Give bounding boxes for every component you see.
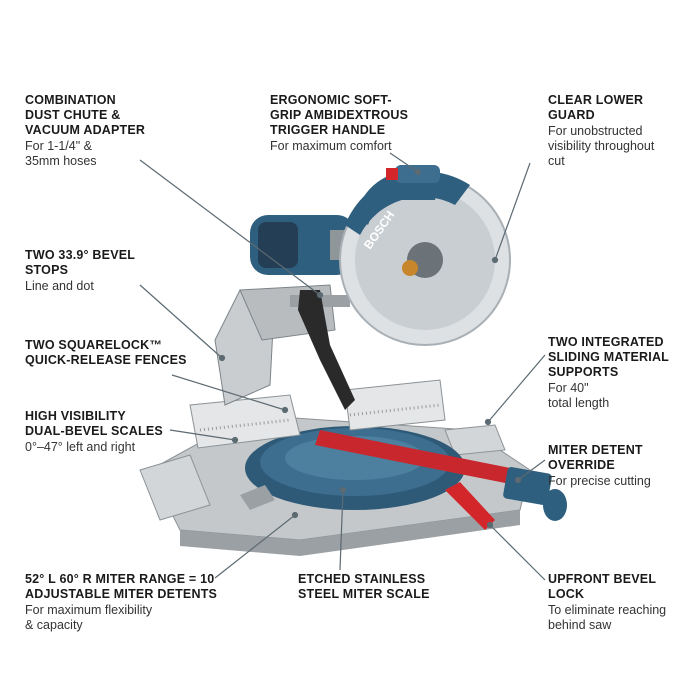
callout-heading: TWO INTEGRATED SLIDING MATERIAL SUPPORTS bbox=[548, 335, 670, 379]
left-lock bbox=[240, 485, 275, 510]
callout-dust-chute: COMBINATION DUST CHUTE & VACUUM ADAPTER … bbox=[25, 93, 145, 169]
turntable bbox=[245, 426, 567, 530]
callout-desc: 0°–47° left and right bbox=[25, 440, 136, 454]
callout-desc: To eliminate reaching behind saw bbox=[548, 603, 667, 632]
callout-heading: TWO 33.9° BEVEL STOPS bbox=[25, 248, 136, 277]
callout-desc: For maximum flexibility & capacity bbox=[25, 603, 153, 632]
callout-lower-guard: CLEAR LOWER GUARD For unobstructed visib… bbox=[548, 93, 654, 169]
callout-heading: COMBINATION DUST CHUTE & VACUUM ADAPTER bbox=[25, 93, 146, 137]
callout-desc: For unobstructed visibility throughout c… bbox=[548, 124, 655, 168]
callout-bevel-lock: UPFRONT BEVEL LOCK To eliminate reaching… bbox=[548, 572, 666, 633]
callout-fences: TWO SQUARELOCK™ QUICK-RELEASE FENCES bbox=[25, 338, 187, 368]
dust-chute bbox=[298, 290, 355, 410]
callout-detent-override: MITER DETENT OVERRIDE For precise cuttin… bbox=[548, 443, 651, 489]
callout-desc: For maximum comfort bbox=[270, 139, 392, 153]
callout-bevel-stops: TWO 33.9° BEVEL STOPS Line and dot bbox=[25, 248, 135, 294]
callout-miter-range: 52° L 60° R MITER RANGE = 10 ADJUSTABLE … bbox=[25, 572, 217, 633]
callout-desc: Line and dot bbox=[25, 279, 94, 293]
callout-miter-scale: ETCHED STAINLESS STEEL MITER SCALE bbox=[298, 572, 430, 602]
callout-desc: For 40" total length bbox=[548, 381, 610, 410]
callout-sliding-supports: TWO INTEGRATED SLIDING MATERIAL SUPPORTS… bbox=[548, 335, 669, 411]
callout-heading: UPFRONT BEVEL LOCK bbox=[548, 572, 657, 601]
callout-heading: ERGONOMIC SOFT- GRIP AMBIDEXTROUS TRIGGE… bbox=[270, 93, 409, 137]
callout-heading: ETCHED STAINLESS STEEL MITER SCALE bbox=[298, 572, 430, 601]
callout-heading: HIGH VISIBILITY DUAL-BEVEL SCALES bbox=[25, 409, 163, 438]
callout-desc: For 1-1/4" & 35mm hoses bbox=[25, 139, 97, 168]
callout-heading: 52° L 60° R MITER RANGE = 10 ADJUSTABLE … bbox=[25, 572, 218, 601]
callout-trigger-handle: ERGONOMIC SOFT- GRIP AMBIDEXTROUS TRIGGE… bbox=[270, 93, 408, 154]
callout-heading: TWO SQUARELOCK™ QUICK-RELEASE FENCES bbox=[25, 338, 187, 367]
callout-bevel-scales: HIGH VISIBILITY DUAL-BEVEL SCALES 0°–47°… bbox=[25, 409, 163, 455]
callout-heading: CLEAR LOWER GUARD bbox=[548, 93, 644, 122]
callout-heading: MITER DETENT OVERRIDE bbox=[548, 443, 643, 472]
callout-desc: For precise cutting bbox=[548, 474, 651, 488]
